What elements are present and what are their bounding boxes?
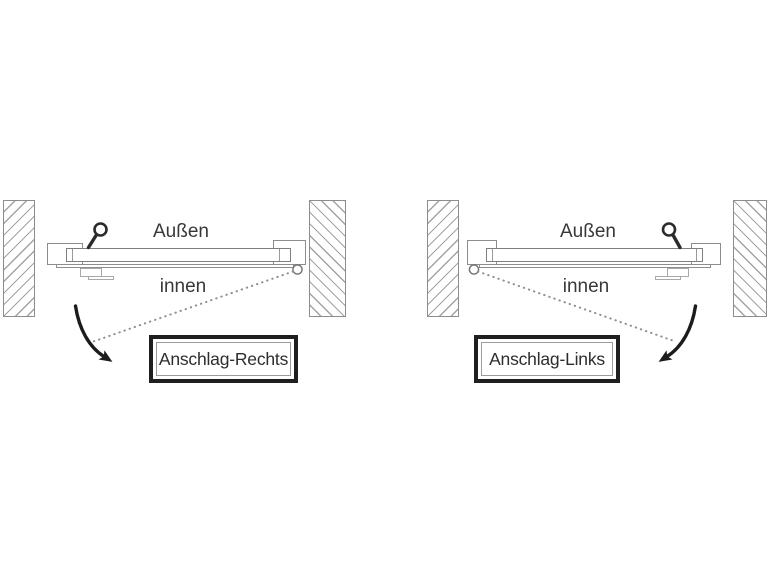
door-slab-edge-line <box>492 249 493 261</box>
handing-label-box: Anschlag-Links <box>474 335 620 383</box>
outside-label: Außen <box>153 221 209 242</box>
door-rebate-strip <box>479 264 711 268</box>
wall-right-hatch <box>733 200 767 317</box>
door-slab-edge-line <box>279 249 280 261</box>
door-slab <box>486 248 703 262</box>
door-slab-edge-line <box>72 249 73 261</box>
door-slab <box>66 248 291 262</box>
wall-left-hatch <box>427 200 459 317</box>
wall-left-hatch <box>3 200 35 317</box>
wall-right-hatch <box>309 200 346 317</box>
handing-label-text: Anschlag-Links <box>481 342 613 376</box>
outside-label: Außen <box>560 221 616 242</box>
door-slab-edge-line <box>696 249 697 261</box>
inner-handle-lip <box>655 276 681 280</box>
inside-label: innen <box>562 276 610 297</box>
